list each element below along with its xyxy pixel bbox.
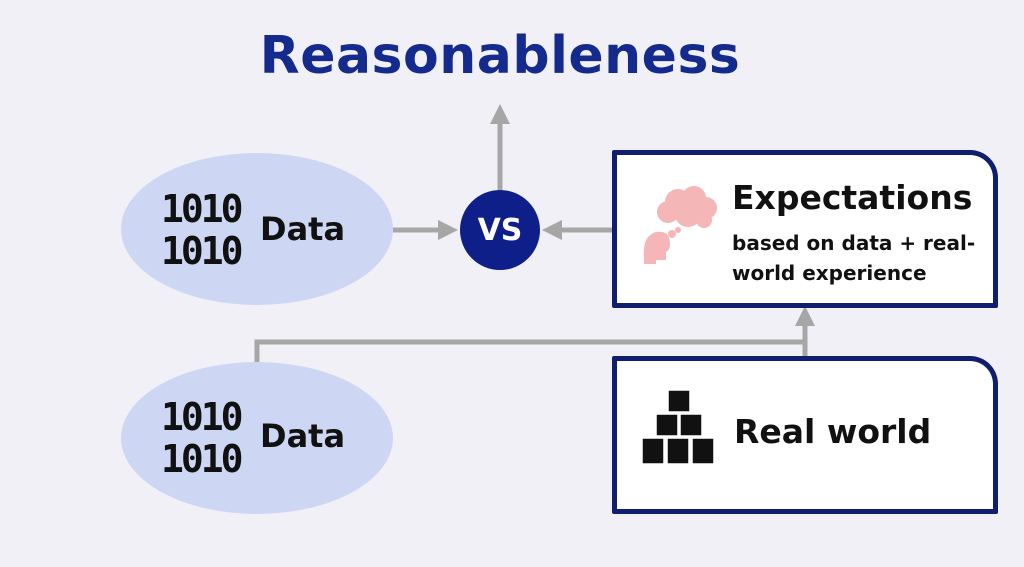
- data-label-top: Data: [260, 210, 346, 248]
- data-node-top: [121, 153, 393, 305]
- stacked-boxes-icon: [641, 389, 715, 465]
- thinking-head-icon: [643, 186, 717, 264]
- vs-circle: VS: [460, 190, 540, 270]
- arrow-expectations-to-vs: [542, 220, 613, 240]
- connector-to-expectations: [254, 306, 815, 362]
- data-label-bottom: Data: [260, 417, 346, 455]
- page-title: Reasonableness: [259, 26, 741, 86]
- binary-line: 1010: [161, 229, 243, 273]
- arrow-data-to-vs: [393, 220, 458, 240]
- binary-line: 1010: [161, 437, 243, 481]
- expectations-subtitle: based on data + real-world experience: [732, 231, 976, 285]
- binary-icon-top: 1010 1010: [161, 187, 243, 273]
- arrow-vs-to-title: [490, 104, 510, 190]
- expectations-title: Expectations: [732, 178, 973, 217]
- data-node-bottom: [121, 362, 393, 514]
- binary-line: 1010: [161, 395, 243, 439]
- real-world-label: Real world: [734, 412, 932, 451]
- binary-icon-bottom: 1010 1010: [161, 395, 243, 481]
- binary-line: 1010: [161, 187, 243, 231]
